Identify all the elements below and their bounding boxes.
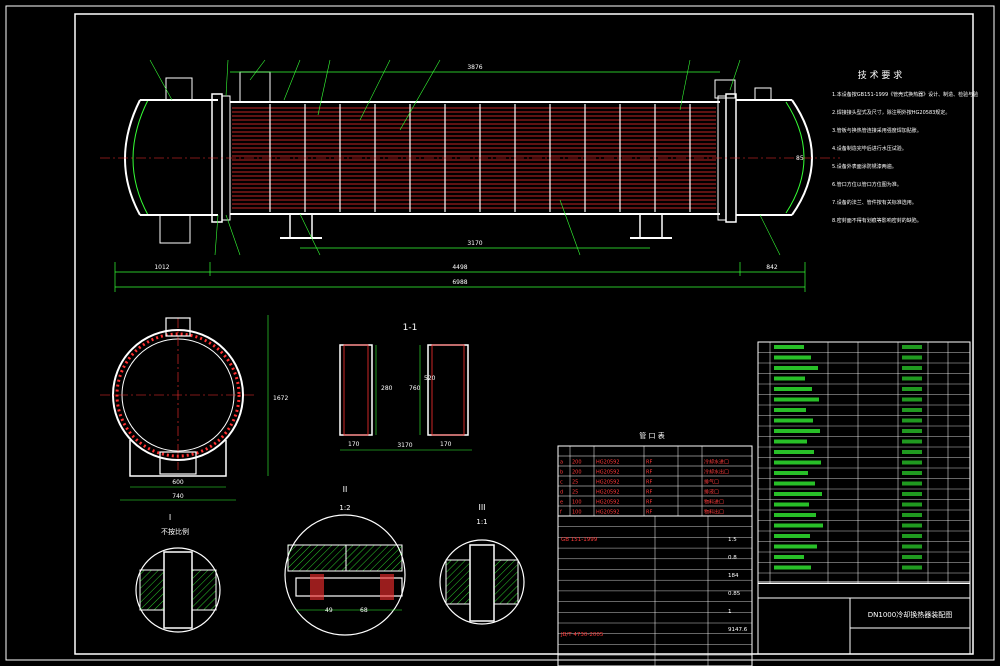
- detail-II-label: II: [343, 485, 348, 494]
- nozzle-cell: e: [560, 500, 563, 506]
- nozzle-table-title: 管 口 表: [639, 431, 664, 440]
- dim-saddle-spacing: 3170: [397, 442, 412, 449]
- detail-I-note: 不按比例: [161, 527, 189, 536]
- dim-top-span: 3876: [467, 64, 482, 71]
- nozzle-cell: HG20592: [596, 490, 620, 496]
- nozzle-cell: 排气口: [704, 479, 719, 486]
- nozzle-cell: HG20592: [596, 500, 620, 506]
- nozzle-cell: f: [560, 510, 562, 516]
- nozzle-cell: d: [560, 490, 563, 496]
- dim-saddle-w2: 170: [440, 441, 452, 448]
- dim-saddle-h2: 760: [409, 385, 421, 392]
- dim-saddle-h3: 520: [424, 375, 436, 382]
- tech-requirement-item: 8.密封面不得有划痕等影响密封的缺陷。: [832, 217, 922, 224]
- nozzle-cell: 200: [572, 460, 582, 466]
- tech-requirement-item: 2.焊接接头型式及尺寸，除注明外按HG20583规定。: [832, 109, 950, 116]
- tech-requirement-item: 7.设备的法兰、管件按有关标准选用。: [832, 199, 917, 206]
- nozzle-cell: RF: [646, 490, 652, 496]
- nozzle-cell: HG20592: [596, 480, 620, 486]
- design-std-ref-2: JB/T 4730-2005: [560, 632, 604, 638]
- dim-shell-label: 85: [796, 155, 804, 162]
- detail-II-scale: 1:2: [339, 504, 350, 512]
- nozzle-cell: 物料进口: [704, 499, 724, 506]
- dim-section-width: 1672: [273, 395, 288, 402]
- saddle-view: [339, 344, 472, 451]
- nozzle-cell: 100: [572, 500, 582, 506]
- dim-overall-length: 6988: [452, 279, 467, 286]
- nozzle-cell: HG20592: [596, 470, 620, 476]
- tech-requirement-item: 1.本设备按GB151-1999《管壳式换热器》设计、制造、检验与验: [832, 91, 978, 98]
- detail-III-scale: 1:1: [476, 518, 487, 526]
- design-std-ref: GB 151-1999: [561, 537, 598, 543]
- parts-list-table: [757, 341, 971, 584]
- dim-section-base-a: 600: [172, 479, 184, 486]
- nozzle-cell: 25: [572, 480, 578, 486]
- nozzle-cell: HG20592: [596, 460, 620, 466]
- nozzle-cell: 物料出口: [704, 509, 724, 516]
- design-value: 0.8: [728, 555, 737, 561]
- detail-I-label: I: [169, 513, 171, 522]
- dim-section-base-b: 740: [172, 493, 184, 500]
- detail-III-label: III: [478, 503, 485, 512]
- dim-saddle-h1: 280: [381, 385, 393, 392]
- nozzle-cell: RF: [646, 470, 652, 476]
- nozzle-cell: RF: [646, 510, 652, 516]
- tube-bundle: [232, 107, 716, 209]
- main-elevation-view: [100, 59, 840, 292]
- nozzle-cell: RF: [646, 480, 652, 486]
- section-label-1-1: 1-1: [403, 323, 418, 333]
- tech-requirement-item: 6.管口方位以管口方位图为准。: [832, 181, 902, 188]
- detail-II-view: [284, 514, 406, 636]
- nozzle-cell: b: [560, 470, 563, 476]
- nozzle-cell: RF: [646, 460, 652, 466]
- cross-section-view: [100, 315, 269, 501]
- design-value: 1.5: [728, 537, 737, 543]
- dim-detail-a: 49: [325, 607, 333, 614]
- detail-III-view: [439, 539, 525, 625]
- nozzle-cell: HG20592: [596, 510, 620, 516]
- dim-saddle-w1: 170: [348, 441, 360, 448]
- tech-requirement-item: 4.设备制造完毕后进行水压试验。: [832, 145, 907, 152]
- drawing-frame: [74, 13, 974, 655]
- detail-I-view: [135, 547, 221, 633]
- nozzle-cell: 排液口: [704, 489, 719, 496]
- sheet-border: [5, 5, 995, 661]
- nozzle-cell: RF: [646, 500, 652, 506]
- nozzle-cell: a: [560, 460, 563, 466]
- title-block: [757, 581, 971, 655]
- dim-right-head: 842: [766, 264, 778, 271]
- tech-requirements-title: 技 术 要 求: [858, 69, 903, 81]
- design-value: 9147.6: [728, 627, 748, 633]
- title-block-name: DN1000冷却换热器装配图: [868, 610, 952, 619]
- tech-requirements-list: 1.本设备按GB151-1999《管壳式换热器》设计、制造、检验与验 2.焊接接头…: [832, 91, 978, 224]
- dim-left-head: 1012: [154, 264, 169, 271]
- nozzle-cell: 100: [572, 510, 582, 516]
- dim-detail-b: 68: [360, 607, 368, 614]
- nozzle-cell: 冷却水进口: [704, 459, 729, 466]
- dim-support-spacing: 3170: [467, 240, 482, 247]
- nozzle-cell: 200: [572, 470, 582, 476]
- nozzle-cell: c: [560, 480, 563, 486]
- design-value: 1: [728, 609, 732, 615]
- design-value: 0.85: [728, 591, 741, 597]
- nozzle-cell: 冷却水出口: [704, 469, 729, 476]
- nozzle-cell: 25: [572, 490, 578, 496]
- tech-requirement-item: 5.设备外表面涂防锈漆两遍。: [832, 163, 897, 170]
- design-value: 184: [728, 573, 739, 579]
- dim-shell-length: 4498: [452, 264, 467, 271]
- tech-requirement-item: 3.管板与换热管连接采用强度焊加贴胀。: [832, 127, 922, 134]
